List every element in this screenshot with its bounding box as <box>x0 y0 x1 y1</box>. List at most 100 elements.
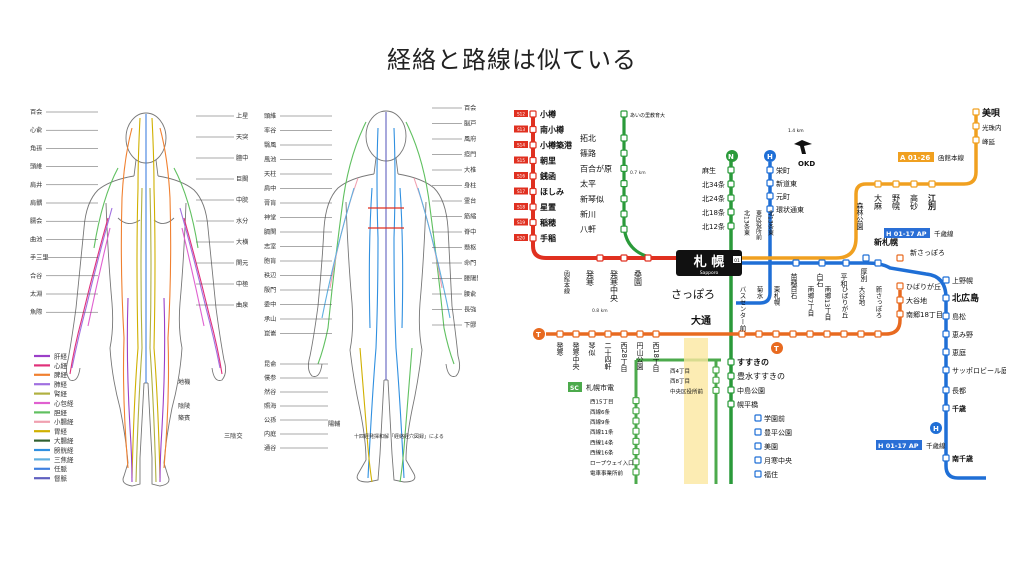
station-marker[interactable] <box>529 156 537 165</box>
station-marker[interactable] <box>556 330 564 338</box>
station-marker[interactable] <box>842 259 850 267</box>
station-marker[interactable] <box>727 372 735 380</box>
station-code: S14 <box>517 143 525 148</box>
station-marker[interactable] <box>632 427 640 435</box>
station-marker[interactable] <box>529 172 537 180</box>
back-acupoint-label: 然谷 <box>264 388 276 396</box>
back-acupoint-label: 委中 <box>264 301 276 309</box>
station-marker[interactable] <box>712 386 720 394</box>
station-marker[interactable] <box>874 180 882 188</box>
station-marker[interactable] <box>818 259 826 267</box>
station-marker[interactable] <box>727 194 735 202</box>
station-marker[interactable] <box>529 218 537 227</box>
station-marker[interactable] <box>529 234 537 242</box>
station-marker[interactable] <box>972 122 980 130</box>
station-marker[interactable] <box>942 330 950 338</box>
station-marker[interactable] <box>620 134 628 142</box>
station-marker[interactable] <box>896 282 904 290</box>
station-marker[interactable] <box>652 330 660 338</box>
station-marker[interactable] <box>644 254 652 262</box>
station-marker[interactable] <box>572 330 580 338</box>
station-marker[interactable] <box>789 330 797 338</box>
station-marker[interactable] <box>754 456 762 464</box>
station-marker[interactable] <box>766 192 774 200</box>
station-marker[interactable] <box>727 386 735 394</box>
station-marker[interactable] <box>942 348 950 356</box>
station-marker[interactable] <box>942 454 950 462</box>
station-marker[interactable] <box>942 312 950 320</box>
station-marker[interactable] <box>632 468 640 476</box>
station-marker[interactable] <box>727 180 735 188</box>
station-marker[interactable] <box>942 366 950 374</box>
station-marker[interactable] <box>529 110 537 118</box>
station-marker[interactable] <box>972 108 980 116</box>
station-name: 電車事業所前 <box>590 469 624 477</box>
station-marker[interactable] <box>529 125 537 134</box>
station-marker[interactable] <box>620 110 628 118</box>
station-marker[interactable] <box>620 210 628 218</box>
station-marker[interactable] <box>727 166 735 174</box>
station-marker[interactable] <box>632 397 640 405</box>
station-marker[interactable] <box>766 166 774 174</box>
station-name: 北12条 <box>702 222 725 231</box>
station-marker[interactable] <box>588 330 596 338</box>
station-marker[interactable] <box>754 428 762 436</box>
station-marker[interactable] <box>620 195 628 203</box>
station-marker[interactable] <box>857 330 865 338</box>
back-acupoint-label: 瘂門 <box>464 151 476 159</box>
station-marker[interactable] <box>620 254 628 262</box>
station-marker[interactable] <box>892 180 900 188</box>
station-marker[interactable] <box>896 254 904 262</box>
station-marker[interactable] <box>529 187 537 196</box>
station-marker[interactable] <box>620 164 628 173</box>
station-marker[interactable] <box>636 330 644 338</box>
station-marker[interactable] <box>766 179 774 187</box>
station-code: S18 <box>517 205 525 210</box>
station-marker[interactable] <box>896 296 904 304</box>
station-marker[interactable] <box>529 141 537 149</box>
station-marker[interactable] <box>942 386 950 394</box>
station-marker[interactable] <box>942 294 950 302</box>
station-marker[interactable] <box>727 400 735 408</box>
station-marker[interactable] <box>712 376 720 384</box>
station-marker[interactable] <box>620 179 628 188</box>
station-marker[interactable] <box>806 330 814 338</box>
station-name: 琴似 <box>588 342 596 356</box>
station-marker[interactable] <box>632 448 640 456</box>
station-marker[interactable] <box>632 458 640 466</box>
station-marker[interactable] <box>620 330 628 338</box>
station-marker[interactable] <box>620 149 628 157</box>
station-marker[interactable] <box>942 276 950 284</box>
station-marker[interactable] <box>712 366 720 374</box>
station-marker[interactable] <box>632 417 640 425</box>
station-marker[interactable] <box>766 205 774 213</box>
station-marker[interactable] <box>727 222 735 230</box>
station-marker[interactable] <box>727 208 735 216</box>
station-marker[interactable] <box>772 330 780 338</box>
station-marker[interactable] <box>928 180 936 188</box>
station-marker[interactable] <box>727 358 735 366</box>
station-marker[interactable] <box>632 407 640 415</box>
station-marker[interactable] <box>942 404 950 412</box>
station-marker[interactable] <box>792 259 800 267</box>
station-marker[interactable] <box>596 254 604 262</box>
front-acupoint-label: 曲泉 <box>236 301 248 309</box>
station-marker[interactable] <box>823 330 831 338</box>
station-marker[interactable] <box>754 470 762 478</box>
station-marker[interactable] <box>896 310 904 318</box>
station-marker[interactable] <box>755 330 763 338</box>
station-marker[interactable] <box>754 414 762 422</box>
station-marker[interactable] <box>874 330 882 338</box>
station-marker[interactable] <box>632 437 640 445</box>
station-marker[interactable] <box>910 180 918 188</box>
station-marker[interactable] <box>738 330 746 338</box>
station-marker[interactable] <box>862 254 870 262</box>
station-marker[interactable] <box>972 136 980 144</box>
station-marker[interactable] <box>840 330 848 338</box>
station-marker[interactable] <box>604 330 612 338</box>
station-marker[interactable] <box>754 442 762 450</box>
distance-note: 0.8 km <box>592 308 608 314</box>
station-marker[interactable] <box>529 203 537 211</box>
station-marker[interactable] <box>874 259 882 267</box>
station-marker[interactable] <box>620 225 628 233</box>
